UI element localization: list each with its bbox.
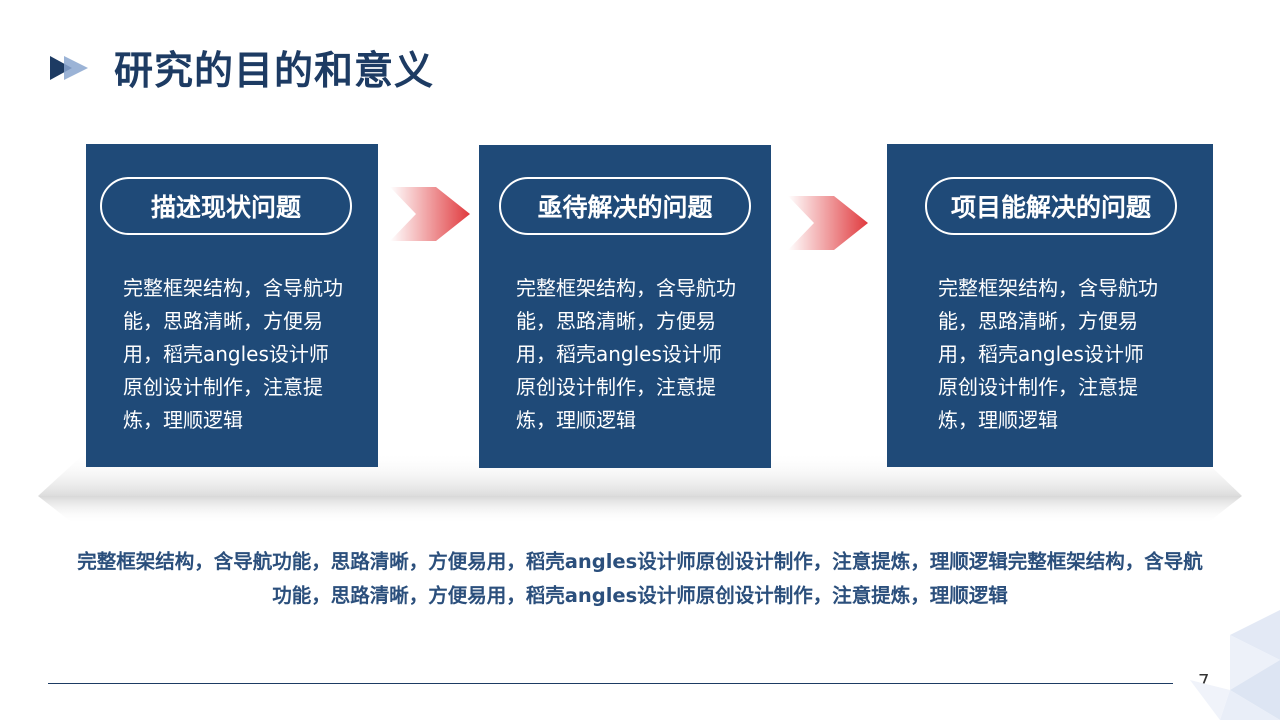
card-body: 完整框架结构，含导航功能，思路清晰，方便易用，稻壳angles设计师原创设计制作…	[938, 276, 1158, 432]
footer-divider	[48, 683, 1173, 684]
page-title: 研究的目的和意义	[114, 49, 435, 94]
summary-text: 完整框架结构，含导航功能，思路清晰，方便易用，稻壳angles设计师原创设计制作…	[77, 550, 1203, 607]
right-arrow-icon	[390, 187, 470, 241]
card-heading: 描述现状问题	[100, 177, 352, 235]
corner-triangles-decoration	[1190, 610, 1280, 720]
card-heading: 亟待解决的问题	[499, 177, 751, 235]
card-body: 完整框架结构，含导航功能，思路清晰，方便易用，稻壳angles设计师原创设计制作…	[516, 276, 736, 432]
header: 研究的目的和意义	[50, 40, 434, 96]
right-arrow-icon	[788, 196, 868, 250]
page-number: 7	[1198, 671, 1210, 692]
card-heading: 项目能解决的问题	[925, 177, 1177, 235]
card-current-problems: 描述现状问题 完整框架结构，含导航功能，思路清晰，方便易用，稻壳angles设计…	[86, 144, 378, 467]
card-body: 完整框架结构，含导航功能，思路清晰，方便易用，稻壳angles设计师原创设计制作…	[123, 276, 343, 432]
play-arrows-icon	[50, 52, 94, 84]
card-urgent-problems: 亟待解决的问题 完整框架结构，含导航功能，思路清晰，方便易用，稻壳angles设…	[479, 145, 771, 468]
card-solvable-problems: 项目能解决的问题 完整框架结构，含导航功能，思路清晰，方便易用，稻壳angles…	[887, 144, 1213, 467]
